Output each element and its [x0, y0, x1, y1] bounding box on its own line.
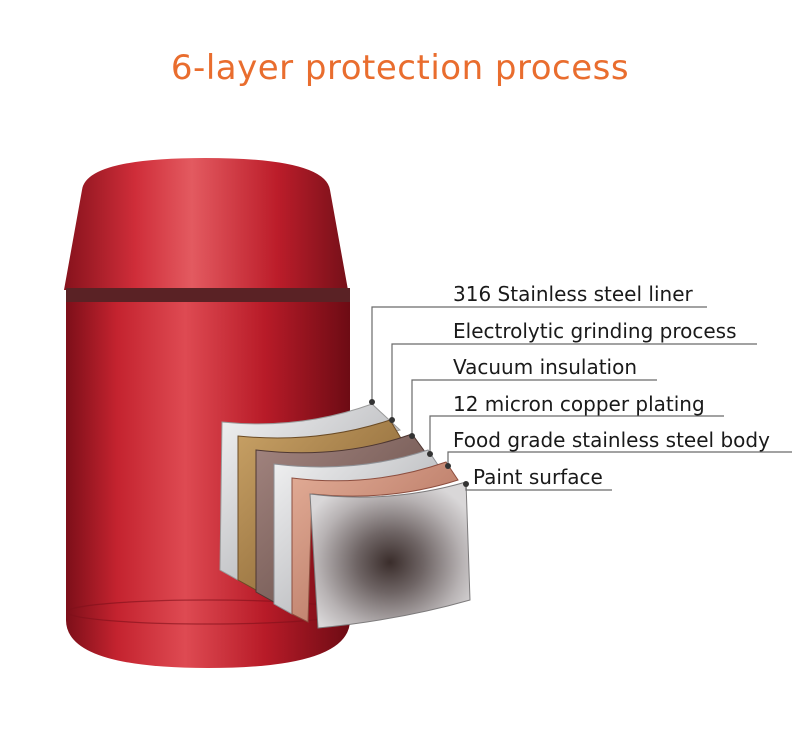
- layer-label-grinding: Electrolytic grinding process: [453, 319, 737, 343]
- layer-cutaway: [219, 403, 471, 629]
- layer-label-copper: 12 micron copper plating: [453, 392, 705, 416]
- layer-label-body: Food grade stainless steel body: [453, 428, 770, 452]
- layer-label-vacuum: Vacuum insulation: [453, 355, 638, 379]
- page-title: 6-layer protection process: [170, 48, 630, 88]
- leader-line-2: [391, 343, 757, 420]
- leader-line-5: [447, 451, 792, 466]
- leader-dots: [369, 399, 469, 487]
- paint-layer: [309, 481, 471, 629]
- jar-band: [66, 288, 350, 302]
- copper-layer: [291, 461, 459, 623]
- jar-lid: [64, 158, 348, 290]
- leader-dot-6: [463, 481, 469, 487]
- leader-dot-5: [445, 463, 451, 469]
- leader-line-4: [429, 415, 724, 454]
- leader-lines: [371, 306, 792, 491]
- layer-label-liner: 316 Stainless steel liner: [453, 282, 693, 306]
- leader-dot-1: [369, 399, 375, 405]
- leader-line-1: [371, 306, 707, 402]
- leader-line-3: [411, 379, 657, 436]
- leader-dot-3: [409, 433, 415, 439]
- leader-dot-2: [389, 417, 395, 423]
- layer-label-paint: Paint surface: [473, 465, 603, 489]
- leader-dot-4: [427, 451, 433, 457]
